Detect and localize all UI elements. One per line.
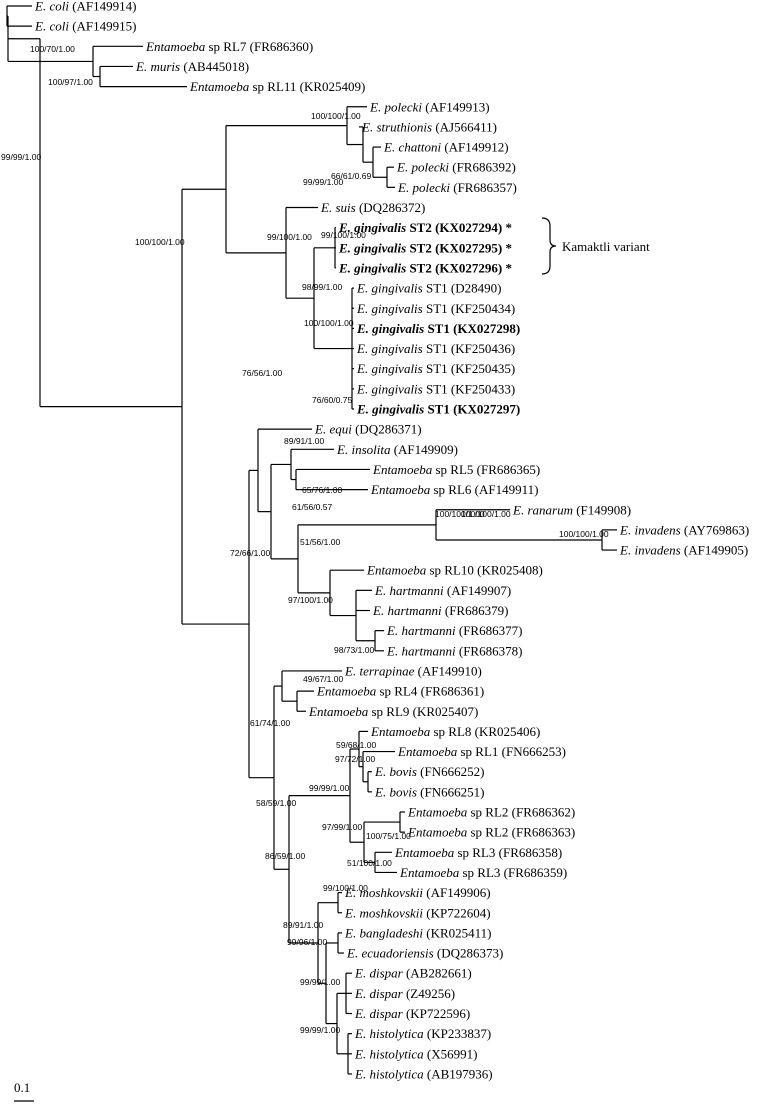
tip-label: E. muris (AB445018) <box>135 59 249 74</box>
tip-label: E. ecuadoriensis (DQ286373) <box>346 946 503 961</box>
tip-label: E. polecki (AF149913) <box>369 99 490 114</box>
support-label: 99/99/1.00 <box>303 177 343 187</box>
tip-label: E. polecki (FR686357) <box>397 180 517 195</box>
tip-label: E. equi (DQ286371) <box>314 422 422 437</box>
tip-label: E. gingivalis ST1 (KF250433) <box>356 381 515 396</box>
support-label: 61/56/0.57 <box>292 502 332 512</box>
tip-label: E. coli (AF149914) <box>34 0 136 14</box>
support-labels: 99/99/1.00 100/70/1.00 100/97/1.00 100/100/… <box>1 44 609 1035</box>
support-label: 49/67/1.00 <box>303 674 343 684</box>
tip-label: E. hartmanni (AF149907) <box>374 583 511 598</box>
support-label: 99/99/1.00 <box>300 977 340 987</box>
support-label: 89/91/1.00 <box>284 436 324 446</box>
support-label: 76/60/0.75 <box>312 395 352 405</box>
support-label: 100/75/1.00 <box>366 831 411 841</box>
support-label: 100/70/1.00 <box>30 44 75 54</box>
tip-label: E. histolytica (X56991) <box>354 1046 477 1061</box>
support-label: 58/59/1.00 <box>256 798 296 808</box>
scale-bar-label: 0.1 <box>14 1080 30 1095</box>
tip-label: E. polecki (FR686392) <box>396 160 516 175</box>
tip-label: E. dispar (KP722596) <box>354 1006 470 1021</box>
support-label: 97/99/1.00 <box>322 822 362 832</box>
tip-label: E. gingivalis ST2 (KX027296) * <box>338 260 512 275</box>
tip-label: Entamoeba sp RL11 (KR025409) <box>189 79 365 94</box>
support-label: 51/100/1.00 <box>347 858 392 868</box>
tip-label: E. gingivalis ST1 (KX027297) <box>356 402 520 417</box>
support-label: 98/99/1.00 <box>302 282 342 292</box>
tip-label: Entamoeba sp RL9 (KR025407) <box>308 704 478 719</box>
support-label: 51/56/1.00 <box>300 537 340 547</box>
tip-label: E. moshkovskii (KP722604) <box>344 905 491 920</box>
tip-label: E. hartmanni (FR686378) <box>386 643 522 658</box>
support-label: 66/61/0.69 <box>331 171 371 181</box>
support-label: 98/73/1.00 <box>334 645 374 655</box>
support-label: 99/100/1.00 <box>321 230 366 240</box>
tip-label: E. insolita (AF149909) <box>336 442 458 457</box>
support-label: 59/68/1.00 <box>336 740 376 750</box>
tip-label: Entamoeba sp RL2 (FR686363) <box>407 825 575 840</box>
support-label: 100/100/1.00 <box>311 111 361 121</box>
support-label: 72/66/1.00 <box>230 548 270 558</box>
tip-label: E. struthionis (AJ566411) <box>361 119 497 134</box>
tip-label: Entamoeba sp RL1 (FN666253) <box>397 744 566 759</box>
tip-label: E. dispar (Z49256) <box>354 986 455 1001</box>
support-label: 100/100/1.00 <box>435 509 485 519</box>
tip-label: E. gingivalis ST1 (KF250436) <box>356 341 515 356</box>
tip-label: Entamoeba sp RL3 (FR686358) <box>394 845 562 860</box>
tip-label: E. gingivalis ST2 (KX027295) * <box>338 240 512 255</box>
tip-label: Entamoeba sp RL3 (FR686359) <box>399 865 567 880</box>
tip-label: E. chattoni (AF149912) <box>383 140 509 155</box>
tip-label: E. histolytica (AB197936) <box>354 1066 493 1081</box>
support-label: 99/99/1.00 <box>309 783 349 793</box>
kamaktli-bracket <box>541 217 557 275</box>
tip-label: E. bovis (FN666251) <box>374 784 484 799</box>
support-label: 99/100/1.00 <box>323 883 368 893</box>
tip-label: E. gingivalis ST1 (KX027298) <box>356 321 520 336</box>
tip-label: E. bovis (FN666252) <box>374 764 484 779</box>
tree-branches <box>6 5 617 1075</box>
support-label: 97/100/1.00 <box>288 595 333 605</box>
tip-label: E. bangladeshi (KR025411) <box>344 925 492 940</box>
tip-label: E. invadens (AF149905) <box>619 543 748 558</box>
tip-label: Entamoeba sp RL4 (FR686361) <box>316 684 484 699</box>
support-label: 100/100/1.00 <box>304 318 354 328</box>
tip-label: E. gingivalis ST2 (KX027294) * <box>338 220 512 235</box>
tip-label: Entamoeba sp RL6 (AF149911) <box>370 482 538 497</box>
tip-label: E. gingivalis ST1 (KF250434) <box>356 301 515 316</box>
support-label: 89/91/1.00 <box>283 920 323 930</box>
tip-label: Entamoeba sp RL8 (KR025406) <box>370 724 540 739</box>
tip-labels: E. coli (AF149914) E. coli (AF149915) Enta… <box>34 0 749 1081</box>
tip-label: E. histolytica (KP233837) <box>354 1026 491 1041</box>
tip-label: E. hartmanni (FR686379) <box>372 603 508 618</box>
support-label: 99/96/1.00 <box>287 937 327 947</box>
tip-label: E. terrapinae (AF149910) <box>344 663 482 678</box>
support-label: 76/56/1.00 <box>242 368 282 378</box>
tip-label: E. moshkovskii (AF149906) <box>344 885 491 900</box>
tip-label: Entamoeba sp RL10 (KR025408) <box>366 563 543 578</box>
tip-label: E. coli (AF149915) <box>34 19 136 34</box>
tip-label: Entamoeba sp RL7 (FR686360) <box>145 39 313 54</box>
support-label: 100/100/1.00 <box>559 529 609 539</box>
tip-label: E. gingivalis ST1 (D28490) <box>356 281 501 296</box>
tip-label: Entamoeba sp RL2 (FR686362) <box>407 805 575 820</box>
support-label: 99/99/1.00 <box>1 152 41 162</box>
support-label: 100/100/1.00 <box>135 237 185 247</box>
tip-label: Entamoeba sp RL5 (FR686365) <box>372 462 540 477</box>
tip-label: E. invadens (AY769863) <box>619 522 749 537</box>
support-label: 100/100/1.00 <box>461 509 511 519</box>
support-label: 61/74/1.00 <box>250 718 290 728</box>
tip-label: E. hartmanni (FR686377) <box>386 623 522 638</box>
tip-label: E. gingivalis ST1 (KF250435) <box>356 361 515 376</box>
support-label: 99/100/1.00 <box>267 232 312 242</box>
tip-label: E. suis (DQ286372) <box>320 200 425 215</box>
tip-label: E. ranarum (F149908) <box>512 502 631 517</box>
tip-label: E. dispar (AB282661) <box>354 966 472 981</box>
kamaktli-label: Kamaktli variant <box>562 239 650 254</box>
support-label: 86/59/1.00 <box>265 851 305 861</box>
support-label: 99/99/1.00 <box>300 1025 340 1035</box>
support-label: 65/76/1.00 <box>302 485 342 495</box>
support-label: 100/97/1.00 <box>48 77 93 87</box>
support-label: 97/72/1.00 <box>335 754 375 764</box>
